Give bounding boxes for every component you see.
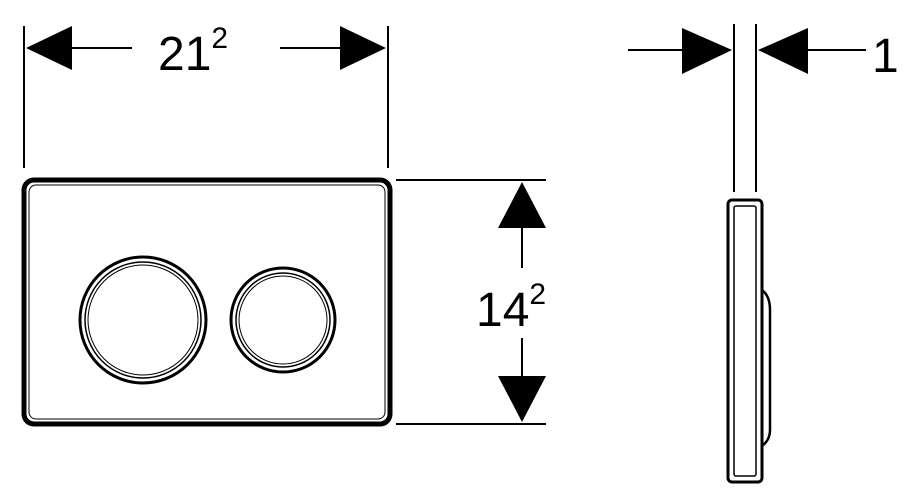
height-label: 142 <box>476 278 546 337</box>
height-arrow-top <box>498 182 546 228</box>
side-view-profile <box>726 198 772 484</box>
width-arrow-right <box>340 26 386 70</box>
width-arrow-left <box>26 26 72 70</box>
depth-label: 1 <box>872 30 899 83</box>
width-dimension <box>23 26 389 168</box>
width-superscript: 2 <box>211 22 228 55</box>
height-value: 14 <box>476 284 529 337</box>
height-superscript: 2 <box>529 278 546 311</box>
large-flush-button <box>78 255 208 385</box>
width-label: 212 <box>158 22 228 81</box>
small-flush-button <box>229 266 337 374</box>
front-plate <box>21 177 393 427</box>
depth-dimension <box>628 24 866 192</box>
width-value: 21 <box>158 28 211 81</box>
depth-arrow-right <box>758 28 808 74</box>
height-arrow-bottom <box>498 376 546 422</box>
height-dimension <box>396 179 546 425</box>
front-plate-inner-edge <box>28 184 386 420</box>
depth-arrow-left <box>682 28 732 74</box>
